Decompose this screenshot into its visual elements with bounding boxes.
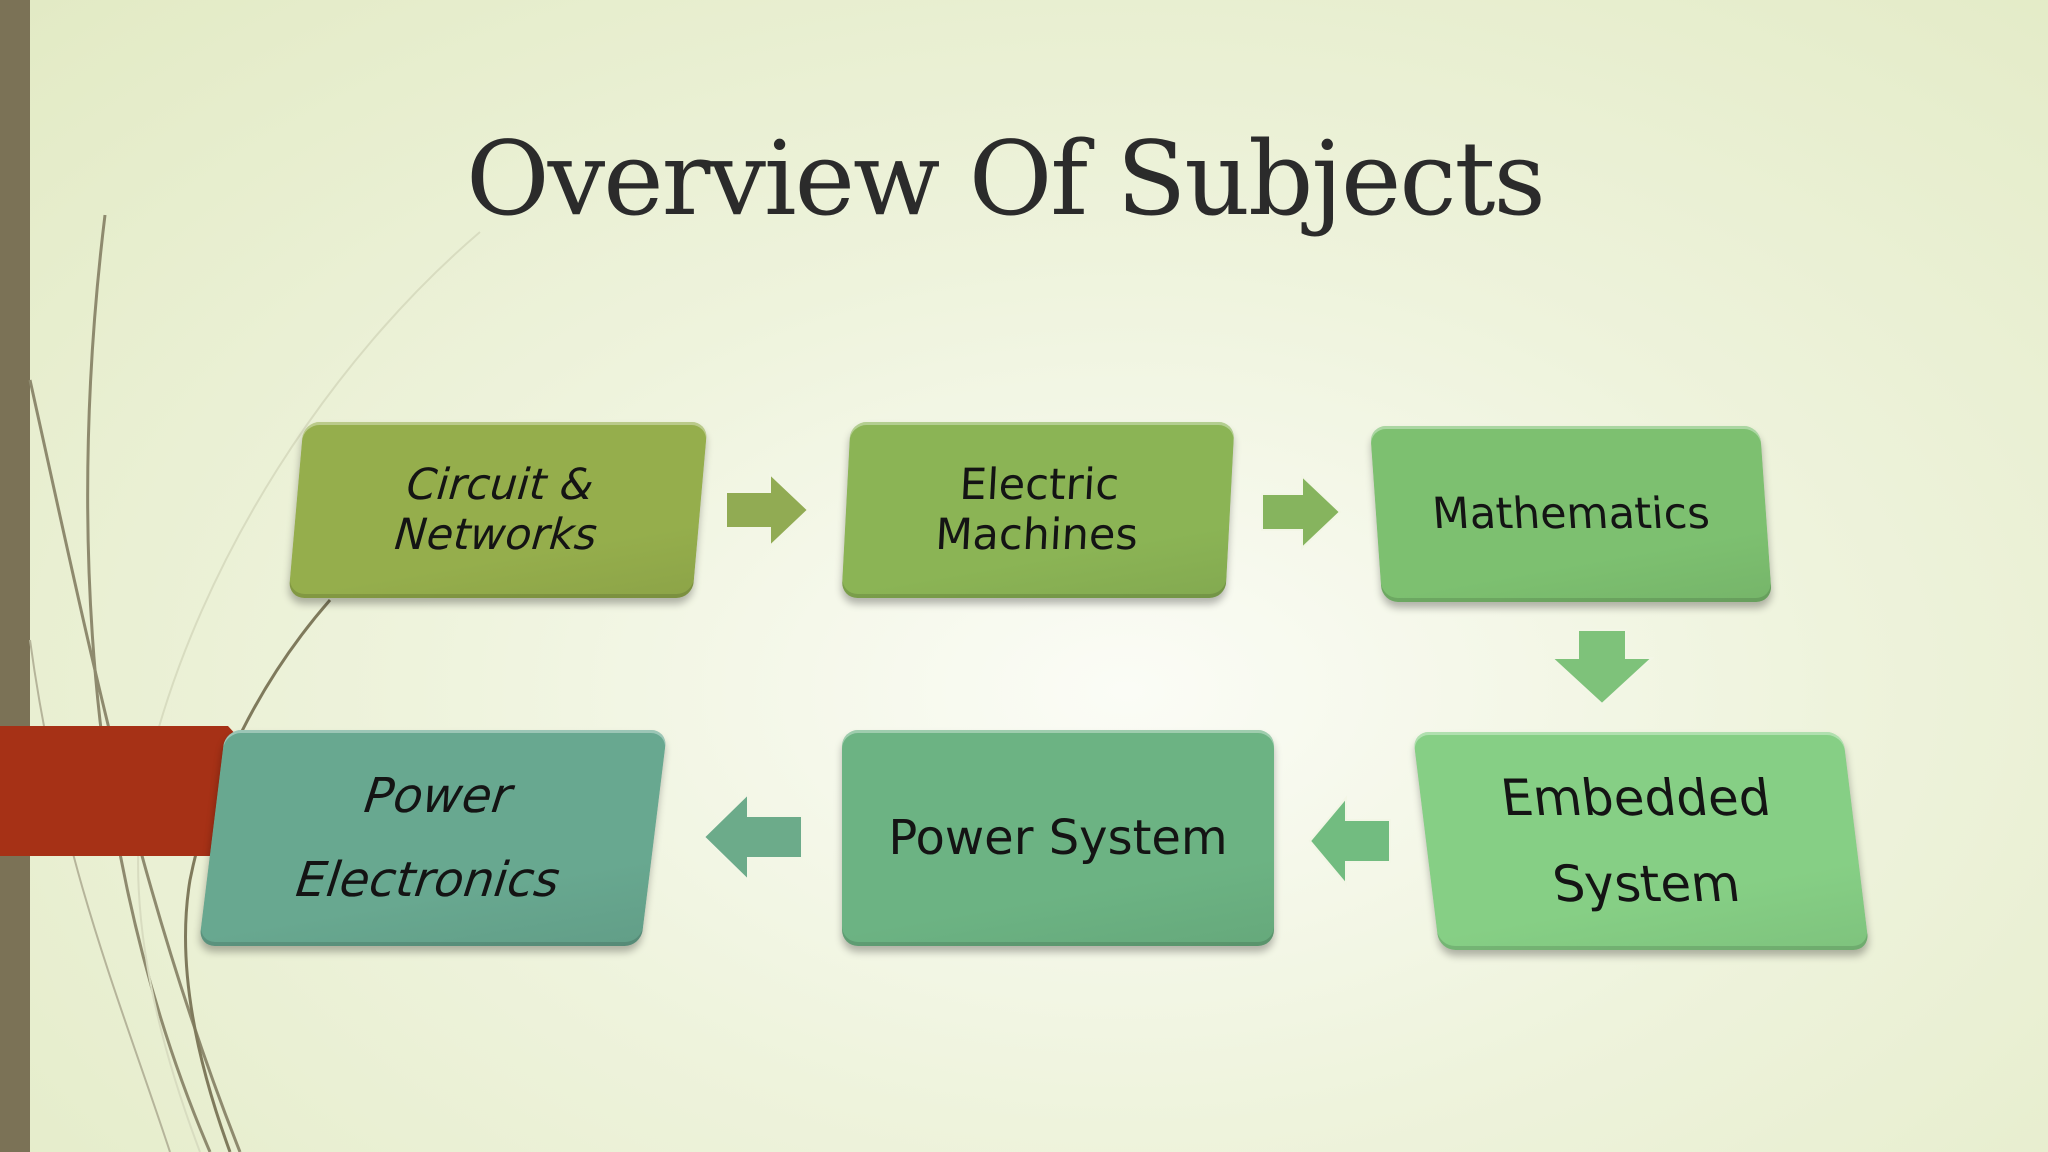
node-power-system: Power System <box>842 730 1274 946</box>
node-circuit-networks: Circuit & Networks <box>288 422 708 598</box>
arrow-left-icon <box>1308 795 1391 887</box>
node-power-electronics: Power Electronics <box>198 730 668 946</box>
node-label: Power Electronics <box>293 768 563 908</box>
node-label: Mathematics <box>1430 489 1712 539</box>
arrow-down-icon <box>1549 629 1655 706</box>
node-electric-machines: Electric Machines <box>841 422 1235 598</box>
accent-tab <box>0 726 250 856</box>
node-label: Electric Machines <box>934 460 1140 560</box>
node-label: Embedded System <box>1497 769 1774 913</box>
arrow-right-icon <box>1261 473 1342 551</box>
slide-title: Overview Of Subjects <box>466 120 1546 239</box>
arrow-right-icon <box>725 471 810 549</box>
arrow-left-icon <box>702 791 803 883</box>
left-sidebar-strip <box>0 0 30 1152</box>
node-label: Power System <box>888 810 1228 866</box>
node-embedded-system: Embedded System <box>1412 732 1870 950</box>
node-label: Circuit & Networks <box>392 460 599 560</box>
node-mathematics: Mathematics <box>1369 426 1773 602</box>
